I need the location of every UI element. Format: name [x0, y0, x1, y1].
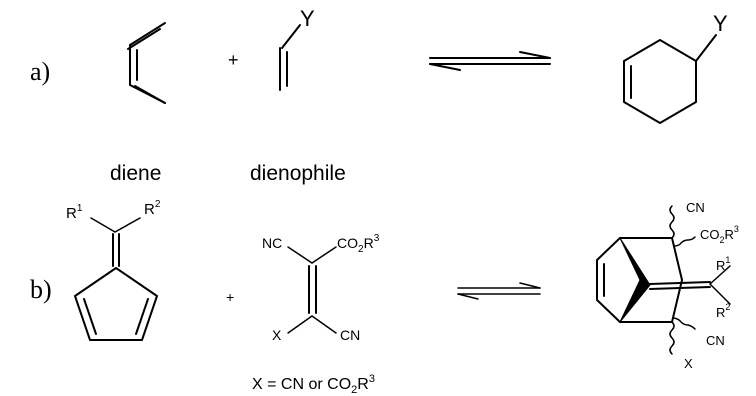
product-r1: R — [716, 258, 725, 273]
product-cn-bottom: CN — [706, 333, 725, 348]
product-r1-superscript: 1 — [725, 255, 730, 265]
reaction-a-label: a) — [30, 57, 50, 86]
product-co2-base: CO — [700, 227, 720, 242]
dienophile-co2-subscript: 2 — [358, 244, 364, 255]
reaction-a-plus: + — [228, 50, 239, 70]
reaction-b-plus: + — [226, 289, 234, 305]
product-cn-top: CN — [686, 200, 705, 215]
svg-text:R1: R1 — [66, 203, 83, 222]
fulvene-r2-superscript: 2 — [155, 199, 161, 210]
footnote-prefix: X = CN or CO — [252, 376, 351, 393]
svg-text:X = CN or CO2R3: X = CN or CO2R3 — [252, 373, 375, 396]
product-x: X — [684, 356, 693, 371]
bicyclic-product: CN CO2R3 R1 R2 CN X — [596, 200, 739, 371]
reaction-b: b) R1 R2 + NC CO2R3 X CN X = CN — [30, 199, 739, 396]
dienophile-co2-base: CO — [337, 235, 358, 251]
svg-text:R1: R1 — [716, 255, 730, 273]
dienophile-structure: Y — [279, 6, 315, 91]
product-co2-r: R — [725, 227, 734, 242]
dienophile-substituent-y: Y — [300, 6, 315, 31]
equilibrium-arrow-b — [457, 282, 541, 300]
fulvene-r1-superscript: 1 — [77, 203, 83, 214]
svg-text:CO2R3: CO2R3 — [700, 224, 739, 245]
dienophile-x: X — [272, 327, 282, 343]
product-r2-superscript: 2 — [725, 302, 730, 312]
svg-text:R2: R2 — [716, 302, 730, 320]
footnote-superscript: 3 — [369, 373, 375, 385]
cyclohexene-product: Y — [623, 11, 728, 124]
dienophile-caption: dienophile — [250, 162, 346, 185]
footnote-subscript: 2 — [351, 384, 357, 396]
product-co2-subscript: 2 — [720, 235, 725, 245]
product-co2-superscript: 3 — [734, 224, 739, 234]
fulvene-r1: R — [66, 205, 77, 222]
alkene-dienophile-structure: NC CO2R3 X CN — [262, 233, 380, 343]
reaction-a: a) + Y Y diene — [30, 6, 728, 185]
footnote-r: R — [357, 376, 369, 393]
dienophile-co2-superscript: 3 — [374, 233, 380, 244]
diene-caption: diene — [110, 162, 161, 185]
diene-structure — [127, 22, 166, 104]
svg-text:R2: R2 — [144, 199, 161, 218]
fulvene-r2: R — [144, 201, 155, 218]
dienophile-nc: NC — [262, 235, 282, 251]
svg-text:CO2R3: CO2R3 — [337, 233, 380, 255]
dienophile-co2-r: R — [364, 235, 374, 251]
dienophile-cn: CN — [340, 327, 360, 343]
product-r2: R — [716, 305, 725, 320]
product-substituent-y: Y — [713, 11, 728, 36]
fulvene-structure: R1 R2 — [66, 199, 161, 341]
reaction-b-label: b) — [30, 275, 52, 304]
equilibrium-arrow-a — [429, 51, 551, 71]
